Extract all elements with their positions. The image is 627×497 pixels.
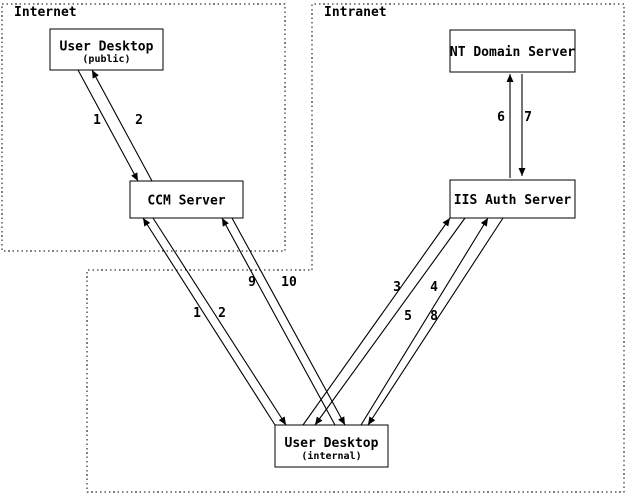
node-box-user-desktop-public: [49, 28, 164, 71]
edge-iis-auth-server-to-user-desktop-internal-step-8: [367, 217, 504, 426]
edge-iis-auth-server-to-user-desktop-internal-step-4: [314, 217, 466, 426]
node-label-user-desktop-internal: User Desktop: [285, 436, 379, 451]
edge-label-3: 3: [393, 280, 401, 295]
edge-label-2: 2: [135, 113, 143, 128]
edge-label-6: 6: [497, 110, 505, 125]
edge-label-4: 4: [430, 280, 438, 295]
edge-label-5: 5: [404, 309, 412, 324]
node-box-ccm-server: [129, 180, 244, 219]
zones-layer: Internet Intranet: [1, 3, 625, 493]
edge-label-1: 1: [193, 306, 201, 321]
node-ccm-server: CCM Server: [129, 180, 244, 219]
edge-label-8: 8: [430, 309, 438, 324]
node-label-user-desktop-public: User Desktop: [60, 40, 154, 55]
zone-border-intranet: [86, 3, 625, 493]
edge-label-10: 10: [281, 275, 297, 290]
edge-ccm-server-to-user-desktop-internal-step-2: [152, 217, 287, 426]
edge-ccm-server-to-user-desktop-public-step-2: [91, 69, 153, 182]
edge-label-1: 1: [93, 113, 101, 128]
edge-user-desktop-internal-to-iis-auth-server-step-5: [360, 217, 489, 426]
edge-label-9: 9: [248, 275, 256, 290]
node-user-desktop-internal: User Desktop(internal): [274, 424, 389, 468]
edge-user-desktop-internal-to-ccm-server-step-1: [142, 217, 276, 426]
node-label-iis-auth-server: IIS Auth Server: [454, 193, 572, 208]
node-nt-domain-server: NT Domain Server: [449, 29, 576, 73]
node-label-ccm-server: CCM Server: [147, 194, 225, 209]
edge-labels-layer: 1 2 1 2 9 10 3 4 5 8 6 7: [93, 110, 532, 324]
node-box-nt-domain-server: [449, 29, 576, 73]
node-sublabel-user-desktop-internal: (internal): [301, 450, 361, 462]
edge-ccm-server-to-user-desktop-internal-step-10: [231, 217, 346, 426]
node-box-user-desktop-internal: [274, 424, 389, 468]
node-user-desktop-public: User Desktop(public): [49, 28, 164, 71]
node-iis-auth-server: IIS Auth Server: [449, 179, 576, 219]
zone-label-internet: Internet: [14, 5, 77, 20]
node-label-nt-domain-server: NT Domain Server: [450, 45, 575, 60]
zone-label-intranet: Intranet: [324, 5, 387, 20]
edge-label-2: 2: [218, 306, 226, 321]
edge-user-desktop-public-to-ccm-server-step-1: [77, 69, 139, 182]
edge-label-7: 7: [524, 110, 532, 125]
edge-user-desktop-internal-to-ccm-server-step-9: [221, 217, 336, 426]
edge-user-desktop-internal-to-iis-auth-server-step-3: [302, 217, 451, 426]
edges-layer: [77, 69, 526, 426]
node-box-iis-auth-server: [449, 179, 576, 219]
node-sublabel-user-desktop-public: (public): [82, 53, 130, 65]
